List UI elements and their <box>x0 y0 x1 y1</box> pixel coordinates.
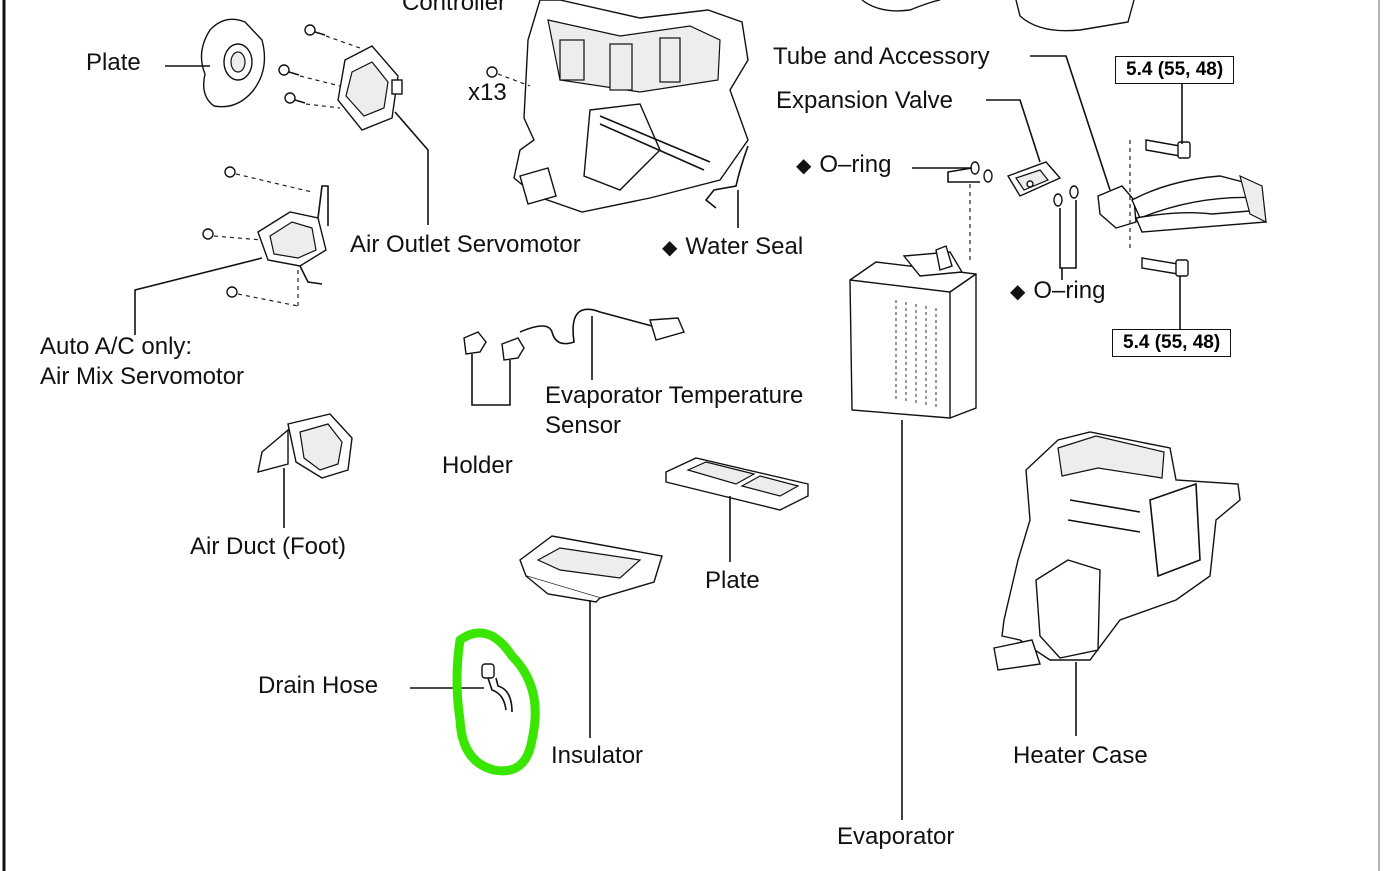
top-right-partial-parts <box>861 0 1135 32</box>
diamond-icon: ◆ <box>662 237 678 259</box>
insulator-part <box>519 535 663 603</box>
label-auto-ac-line1: Auto A/C only: <box>40 333 193 360</box>
label-plate-middle: Plate <box>705 567 760 594</box>
label-water-seal-text: Water Seal <box>685 233 804 260</box>
plate-top-part <box>200 18 266 108</box>
torque-spec-lower: 5.4 (55, 48) <box>1112 329 1232 357</box>
bolt-lower-part <box>1141 257 1189 277</box>
evaporator-part <box>849 245 977 419</box>
o-ring-lower-part <box>1053 185 1079 207</box>
label-o-ring-upper: ◆ O–ring <box>796 150 891 181</box>
evaporator-temperature-sensor-part <box>519 308 685 345</box>
label-plate-top: Plate <box>86 49 141 76</box>
label-x13: x13 <box>468 79 507 106</box>
label-expansion-valve: Expansion Valve <box>776 87 953 114</box>
plate-middle-part <box>665 457 809 511</box>
label-tube-and-accessory: Tube and Accessory <box>773 43 990 70</box>
diamond-icon: ◆ <box>1010 281 1026 303</box>
label-o-ring-lower: ◆ O–ring <box>1010 276 1105 307</box>
label-air-duct-foot: Air Duct (Foot) <box>190 533 347 560</box>
screws-top <box>278 24 326 104</box>
label-auto-ac-line2: Air Mix Servomotor <box>40 363 245 390</box>
label-water-seal: ◆ Water Seal <box>662 232 803 263</box>
label-auto-ac-only: Auto A/C only: Air Mix Servomotor <box>40 332 244 392</box>
label-evap-temp-line1: Evaporator Temperature <box>545 382 804 409</box>
air-duct-foot-part <box>257 413 353 479</box>
water-seal-part <box>704 145 749 209</box>
label-drain-hose: Drain Hose <box>258 672 379 699</box>
tube-and-accessory-part <box>1097 174 1267 233</box>
heater-case-part <box>993 431 1241 671</box>
label-o-ring-upper-text: O–ring <box>819 151 892 178</box>
label-insulator: Insulator <box>551 742 644 769</box>
label-evap-temp-line2: Sensor <box>545 412 622 439</box>
label-controller: Controller <box>402 0 507 16</box>
label-heater-case: Heater Case <box>1013 742 1148 769</box>
torque-spec-upper: 5.4 (55, 48) <box>1115 56 1235 84</box>
label-o-ring-lower-text: O–ring <box>1033 277 1106 304</box>
label-evaporator: Evaporator <box>837 823 955 850</box>
label-evaporator-temperature-sensor: Evaporator Temperature Sensor <box>545 381 803 441</box>
drain-hose-part <box>481 663 513 713</box>
blower-unit-part <box>513 0 749 213</box>
air-outlet-servomotor-part <box>337 45 403 131</box>
label-air-outlet-servomotor: Air Outlet Servomotor <box>350 231 581 258</box>
o-ring-upper-part <box>970 161 993 183</box>
screw-x13 <box>486 66 498 78</box>
diamond-icon: ◆ <box>796 155 812 177</box>
bolt-upper-part <box>1145 139 1191 159</box>
holder-parts <box>463 331 525 361</box>
air-mix-servomotor-part <box>202 166 329 310</box>
drain-hose-highlight-circle <box>452 628 540 776</box>
expansion-valve-part <box>1006 161 1062 197</box>
label-holder: Holder <box>442 452 513 479</box>
